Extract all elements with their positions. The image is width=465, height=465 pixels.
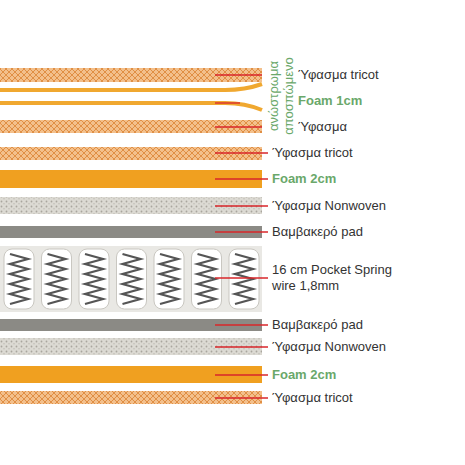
leader-line: [215, 277, 268, 278]
layer-label: Βαμβακερό pad: [272, 224, 363, 240]
layer-label: Βαμβακερό pad: [272, 317, 363, 333]
leader-line: [215, 178, 268, 179]
leader-lines: [215, 75, 268, 398]
spring-pocket: [42, 249, 72, 309]
leader-line: [215, 231, 268, 232]
spring-coil: [85, 254, 103, 304]
layer-label: Foam 2cm: [272, 171, 336, 187]
layer-bands: [0, 68, 262, 404]
leader-line: [215, 102, 240, 103]
foam-strip-gap: [0, 91, 262, 97]
spring-pocket: [79, 249, 109, 309]
layer-label: Ύφασμα tricot: [272, 390, 353, 406]
leader-line: [215, 397, 268, 398]
layer-label: 16 cm Pocket Spring wire 1,8mm: [272, 262, 412, 294]
layer-label: Ύφασμα tricot: [272, 145, 353, 161]
leader-line: [215, 126, 262, 127]
pocket-springs: [4, 249, 259, 309]
leader-line: [215, 374, 268, 375]
layer-label: Ύφασμα: [298, 119, 347, 135]
spring-coil: [48, 254, 66, 304]
leader-line: [215, 324, 268, 325]
layer-label: Ύφασμα tricot: [298, 67, 379, 83]
leader-line: [215, 346, 268, 347]
spring-pocket: [192, 249, 222, 309]
leader-line: [215, 205, 268, 206]
spring-band: [0, 246, 262, 312]
spring-pocket: [229, 249, 259, 309]
leader-line: [215, 74, 262, 75]
spring-coil: [235, 254, 253, 304]
spring-pocket: [154, 249, 184, 309]
spring-coil: [198, 254, 216, 304]
layer-label: Ύφασμα Nonwoven: [272, 339, 386, 355]
layer-label: Ύφασμα Nonwoven: [272, 198, 386, 214]
section-note: ανώστρωμα αποσπώμενο: [266, 53, 296, 139]
spring-coil: [123, 254, 141, 304]
spring-coil: [160, 254, 178, 304]
spring-pocket: [117, 249, 147, 309]
spring-pocket: [4, 249, 34, 309]
leader-line: [215, 152, 268, 153]
layer-label: Foam 2cm: [272, 367, 336, 383]
spring-coil: [10, 254, 28, 304]
fabric-band: [0, 120, 262, 133]
layer-label: Foam 1cm: [298, 93, 362, 109]
tricot-band: [0, 68, 262, 82]
foam-strip: [0, 103, 262, 110]
foam-strip: [0, 84, 262, 90]
